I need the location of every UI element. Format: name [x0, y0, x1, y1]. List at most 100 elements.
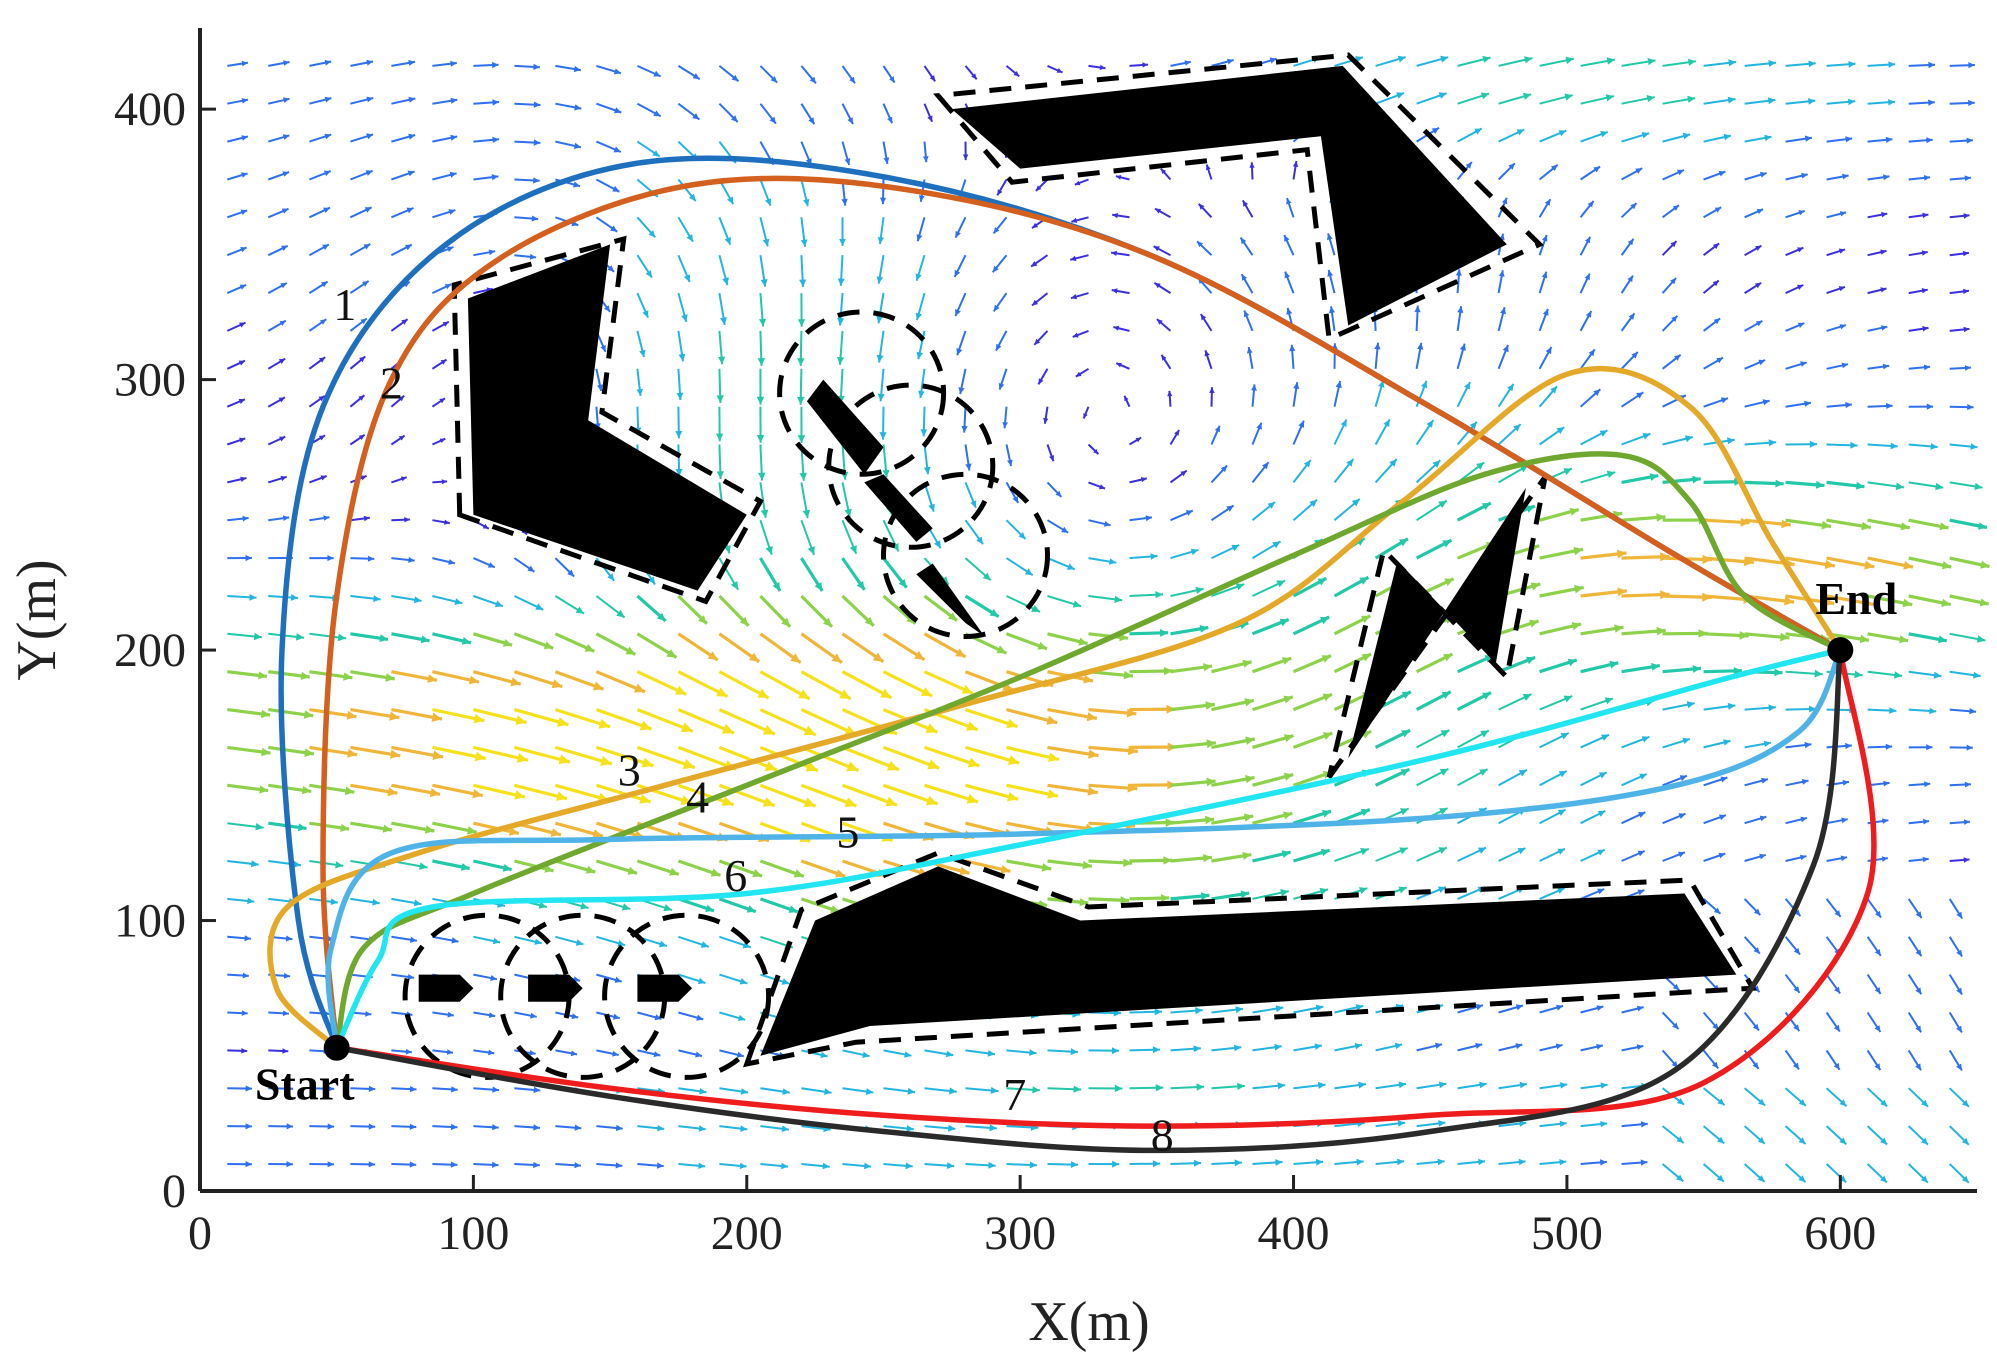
wind-arrow-head	[1007, 459, 1013, 467]
wind-arrow-head	[1335, 380, 1342, 388]
wind-arrow-head	[368, 1123, 376, 1130]
wind-arrow-head	[1120, 896, 1129, 905]
wind-arrow-head	[1400, 808, 1409, 816]
wind-arrow-head	[781, 978, 790, 985]
wind-arrow-head	[1284, 235, 1290, 242]
wind-arrow-head	[928, 503, 935, 512]
wind-arrow-head	[245, 1123, 252, 1130]
wind-arrow-head	[472, 789, 483, 799]
wind-arrow-head	[1245, 775, 1255, 784]
wind-arrow-head	[1606, 470, 1616, 478]
wind-arrow-head	[740, 1125, 748, 1132]
wind-arrow-head	[1560, 733, 1569, 740]
obstacle	[806, 379, 884, 475]
wind-arrow-head	[241, 135, 248, 141]
wind-arrow-head	[1713, 318, 1721, 325]
wind-arrow-head	[1289, 344, 1296, 352]
wind-arrow-head	[1163, 856, 1173, 865]
wind-arrow-head	[865, 1088, 874, 1095]
wind-arrow-head	[324, 96, 332, 103]
wind-arrow-head	[1968, 62, 1975, 69]
path-2-label: 2	[380, 358, 403, 409]
wind-arrow-head	[1126, 708, 1137, 718]
wind-arrow-head	[260, 709, 271, 719]
wind-arrow-head	[1915, 1063, 1921, 1071]
wind-arrow-head	[1801, 172, 1808, 179]
wind-arrow-head	[1635, 168, 1643, 174]
wind-arrow-head	[1542, 235, 1548, 242]
wind-arrow-head	[1529, 619, 1539, 628]
wind-arrow-head	[1903, 561, 1913, 570]
wind-arrow-head	[1262, 462, 1269, 470]
wind-arrow-head	[279, 436, 286, 442]
wind-arrow-head	[1438, 1081, 1447, 1089]
wind-arrow-head	[1242, 200, 1249, 207]
wind-arrow-head	[880, 197, 887, 205]
wind-arrow-head	[760, 509, 769, 518]
wind-arrow-head	[461, 637, 471, 645]
wind-arrow-head	[879, 432, 887, 440]
wind-arrow-head	[1438, 847, 1447, 854]
wind-arrow-head	[363, 515, 370, 522]
wind-arrow-head	[408, 133, 416, 140]
wind-arrow-head	[1856, 481, 1865, 490]
wind-arrow-head	[1272, 541, 1281, 549]
wind-arrow-head	[1292, 161, 1299, 167]
wind-arrow-head	[245, 554, 252, 562]
wind-arrow-head	[652, 150, 660, 157]
wind-arrow-head	[1963, 326, 1970, 333]
wind-arrow-head	[1926, 744, 1933, 751]
wind-arrow-head	[584, 644, 595, 652]
wind-arrow-head	[1438, 92, 1447, 99]
wind-arrow-head	[756, 396, 765, 405]
wind-arrow-head	[822, 617, 832, 627]
wind-arrow-head	[324, 59, 332, 66]
wind-arrow-head	[1360, 808, 1370, 817]
wind-arrow-head	[1283, 772, 1294, 781]
wind-arrow-head	[998, 383, 1005, 390]
wind-arrow-head	[1482, 692, 1491, 700]
wind-arrow-head	[1066, 563, 1075, 570]
wind-arrow-head	[880, 688, 892, 698]
wind-arrow-head	[1507, 383, 1514, 392]
wind-arrow-head	[1155, 208, 1162, 214]
path-3-line	[267, 365, 1844, 1051]
wind-arrow-head	[716, 471, 724, 479]
wind-arrow-head	[367, 555, 375, 562]
wind-arrow-head	[249, 594, 257, 601]
wind-arrow-head	[1099, 64, 1106, 70]
wind-arrow-head	[1600, 1082, 1608, 1089]
wind-arrow-head	[1482, 55, 1491, 63]
y-tick-label: 100	[114, 895, 186, 948]
threat-circle	[498, 912, 668, 1080]
wind-arrow-head	[1915, 949, 1922, 957]
wind-arrow-head	[616, 609, 625, 618]
wind-arrow-head	[824, 1088, 832, 1095]
wind-arrow-head	[239, 437, 246, 443]
wind-arrow-head	[281, 208, 289, 214]
wind-arrow-head	[1758, 1098, 1766, 1106]
wind-arrow-head	[971, 73, 977, 80]
wind-arrow-head	[1501, 197, 1508, 205]
wind-arrow-head	[510, 677, 521, 687]
wind-arrow-head	[468, 675, 479, 685]
wind-arrow-head	[831, 653, 842, 663]
wind-arrow-head	[1049, 455, 1055, 462]
wind-arrow-head	[765, 546, 773, 555]
wind-arrow-head	[1574, 584, 1584, 594]
wind-arrow-head	[1414, 305, 1421, 313]
wind-arrow-head	[864, 616, 874, 626]
wind-arrow-head	[748, 652, 760, 662]
wind-arrow-head	[502, 639, 513, 647]
wind-arrow-head	[1002, 422, 1008, 429]
wind-arrow-head	[1440, 55, 1449, 63]
wind-arrow-head	[634, 683, 645, 693]
wind-arrow-head	[346, 710, 357, 720]
wind-arrow-head	[450, 1161, 458, 1168]
wind-arrow-head	[446, 246, 454, 252]
wind-arrow-head	[615, 1162, 623, 1169]
obstacle	[1348, 487, 1526, 759]
wind-arrow-head	[410, 936, 417, 943]
wind-arrow-head	[600, 345, 606, 352]
